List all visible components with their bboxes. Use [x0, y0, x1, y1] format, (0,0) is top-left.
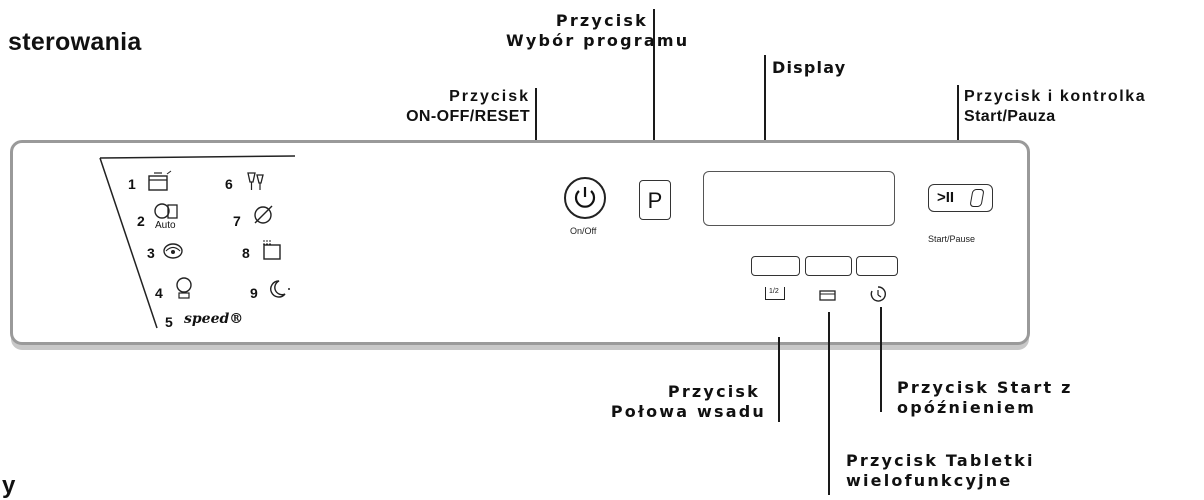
pot-icon [148, 170, 172, 191]
callout-line: Przycisk Tabletki [846, 451, 1035, 470]
callout-display: Display [772, 58, 847, 77]
section-heading: sterowania [8, 28, 142, 56]
delay-timer-icon [870, 286, 886, 302]
program-number: 7 [233, 213, 241, 229]
start-pause-label: Start/Pause [928, 234, 976, 244]
power-icon [574, 187, 596, 208]
callout-start-pause: Przycisk i kontrolka Start/Pauza [964, 87, 1146, 127]
callout-half-load: Przycisk Połowa wsadu [560, 382, 766, 422]
callout-line: Przycisk Start z [897, 378, 1073, 397]
start-pause-button[interactable]: >II [928, 184, 993, 212]
leader-line [957, 85, 959, 185]
callout-line: Wybór programu [506, 31, 690, 50]
program-number: 8 [242, 245, 250, 261]
callout-program-select: Przycisk Wybór programu [506, 11, 690, 51]
pre-wash-icon [263, 240, 281, 260]
half-load-text: 1/2 [769, 288, 779, 295]
half-load-button[interactable] [751, 256, 800, 276]
temperature-icon [176, 277, 192, 299]
crossed-plate-icon [254, 205, 273, 224]
program-number: 4 [155, 285, 163, 301]
program-number: 5 [165, 314, 173, 330]
night-moon-icon [270, 280, 290, 298]
power-button[interactable] [564, 177, 606, 219]
program-number: 9 [250, 285, 258, 301]
leader-line [653, 9, 655, 169]
program-button[interactable]: P [639, 180, 671, 220]
wine-glass-icon [247, 172, 264, 190]
tablet-icon [819, 290, 836, 301]
indicator-light [969, 189, 985, 207]
callout-tablets: Przycisk Tabletki wielofunkcyjne [846, 451, 1035, 491]
display [703, 171, 895, 226]
callout-line: Przycisk [667, 382, 760, 401]
eco-cycle-icon [163, 243, 183, 259]
delay-start-button[interactable] [856, 256, 898, 276]
half-load-icon: 1/2 [765, 287, 785, 300]
power-label: On/Off [570, 226, 597, 236]
speed-label: speed® [184, 311, 244, 327]
callout-line: Start/Pauza [964, 108, 1056, 125]
play-pause-icon: >II [937, 189, 955, 206]
program-list-frame [99, 155, 296, 329]
auto-program-icon [154, 203, 178, 219]
callout-on-off: Przycisk ON-OFF/RESET [360, 87, 530, 127]
callout-line: Przycisk [555, 11, 648, 30]
program-number: 6 [225, 176, 233, 192]
footer-fragment: y [2, 472, 16, 499]
leader-line [880, 307, 882, 412]
callout-line: Połowa wsadu [610, 402, 766, 421]
leader-line [764, 55, 766, 157]
callout-line: Przycisk i kontrolka [964, 88, 1147, 105]
callout-line: wielofunkcyjne [846, 471, 1013, 490]
leader-line [828, 312, 830, 495]
callout-line: ON-OFF/RESET [406, 108, 530, 125]
tablets-button[interactable] [805, 256, 852, 276]
callout-delay-start: Przycisk Start z opóźnieniem [897, 378, 1073, 418]
leader-line [778, 337, 780, 422]
program-number: 2 [137, 213, 145, 229]
callout-line: opóźnieniem [897, 398, 1037, 417]
callout-line: Przycisk [449, 88, 530, 105]
program-number: 3 [147, 245, 155, 261]
program-number: 1 [128, 176, 136, 192]
auto-label: Auto [155, 220, 176, 231]
